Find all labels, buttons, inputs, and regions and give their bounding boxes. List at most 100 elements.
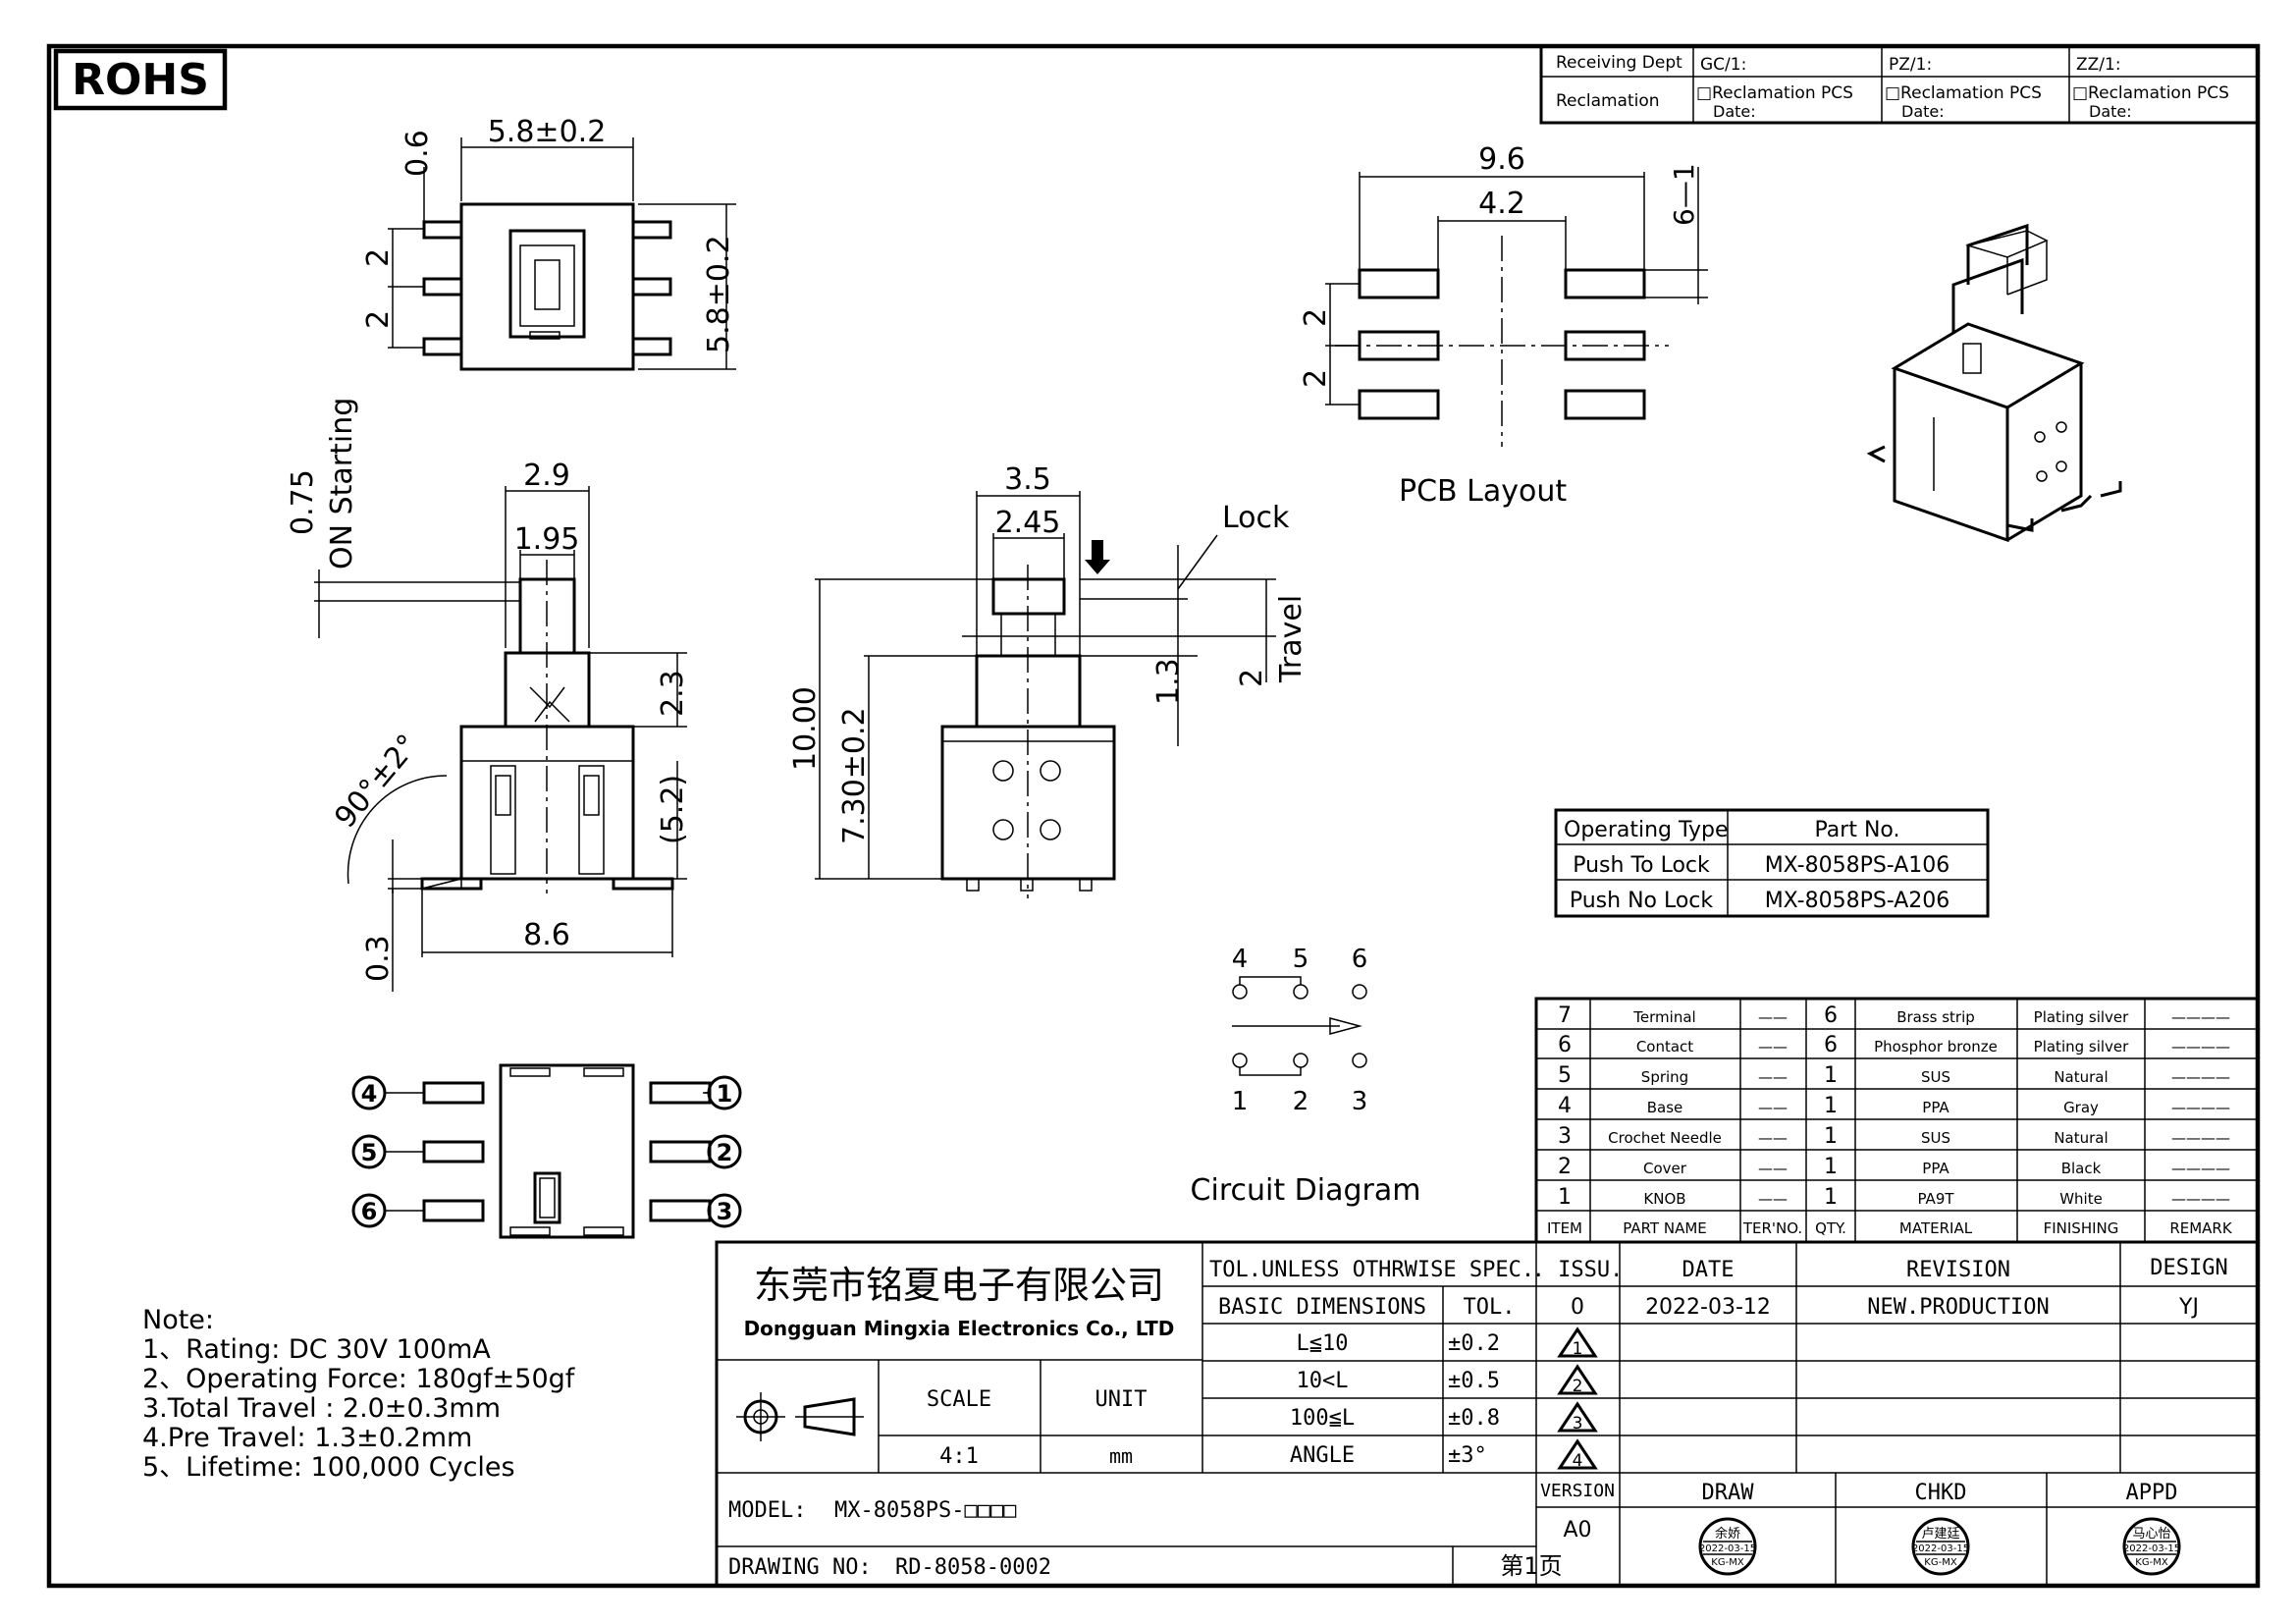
bom-rows-2-6: ———— — [2171, 1068, 2230, 1086]
bottom-view-left-0: 4 — [361, 1080, 378, 1108]
front-hole-2 — [1040, 760, 1061, 782]
title-block-tol-rows-0-0: L≦10 — [1297, 1331, 1349, 1356]
note-1: 1、Rating: DC 30V 100mA — [142, 1334, 491, 1365]
bom-headers-3: QTY. — [1815, 1219, 1846, 1237]
bom-rows-3-6: ———— — [2171, 1099, 2230, 1116]
front-hole-4 — [1040, 819, 1061, 840]
pin-label-3 — [707, 1193, 742, 1228]
bom-rows-1-4: Phosphor bronze — [1874, 1038, 1998, 1056]
bom-rows-0-2: —— — [1758, 1008, 1788, 1026]
title-block-stamps-0-code: KG-MX — [1711, 1557, 1744, 1568]
side-view: 2.9 1.95 0.75 ON Starting 2.3 (5.2) 90°±… — [286, 398, 690, 992]
bom-rows-2-5: Natural — [2054, 1068, 2108, 1086]
front-dim-travel: 2 — [1235, 669, 1269, 687]
company-en: Dongguan Mingxia Electronics Co., LTD — [744, 1317, 1175, 1340]
bom-rows-6-0: 1 — [1558, 1185, 1572, 1210]
circuit-top-6: 6 — [1352, 945, 1368, 974]
version-value: A0 — [1563, 1518, 1591, 1543]
title-block-tol-rows-3-0: ANGLE — [1290, 1443, 1355, 1468]
title-block-stamps-1-date: 2022-03-15 — [1912, 1543, 1969, 1554]
rohs-logo-box — [53, 48, 228, 111]
front-dim-35: 3.5 — [1004, 462, 1051, 497]
part-table-row1-type: Push To Lock — [1573, 853, 1710, 878]
bom-rows-6-6: ———— — [2171, 1190, 2230, 1208]
bom-rows-0-0: 7 — [1558, 1003, 1572, 1028]
front-dim-10: 10.00 — [788, 686, 823, 771]
bom-rows-1-0: 6 — [1558, 1033, 1572, 1057]
receiving-zz-head: ZZ/1: — [2076, 55, 2121, 75]
pcb-pad — [1358, 389, 1440, 420]
drawing-value: RD-8058-0002 — [895, 1555, 1051, 1580]
front-view: 3.5 2.45 Lock 1.3 2 Travel 10.00 7.30±0.… — [788, 462, 1308, 898]
bom-rows-1-1: Contact — [1636, 1038, 1693, 1056]
circuit-bottom-2: 2 — [1293, 1087, 1309, 1116]
pin-label-6 — [351, 1193, 387, 1228]
receiving-pz-line1: □Reclamation PCS — [1885, 83, 2042, 103]
side-dim-52: (5.2) — [656, 775, 690, 844]
bom-rows-0-6: ———— — [2171, 1008, 2230, 1026]
stamp-chkd: 卢建廷 2022-03-15 KG-MX — [1911, 1517, 1970, 1576]
circuit-bottom-1: 1 — [1232, 1087, 1249, 1116]
title-block-rev-marks-3: 4 — [1573, 1451, 1583, 1471]
title-block-tol-rows-1-1: ±0.5 — [1448, 1369, 1500, 1393]
rev-triangle-icon — [1557, 1326, 1598, 1358]
receiving-gc-head: GC/1: — [1700, 55, 1746, 75]
stamp-draw: 余娇 2022-03-15 KG-MX — [1698, 1517, 1757, 1576]
bom-rows-2-2: —— — [1758, 1068, 1788, 1086]
front-hole-1 — [992, 760, 1014, 782]
bom-rows-0-4: Brass strip — [1896, 1008, 1975, 1026]
notes-title: Note: — [142, 1305, 214, 1335]
draw-label: DRAW — [1702, 1481, 1755, 1505]
top-dim-pitch1: 2 — [361, 248, 396, 267]
appd-label: APPD — [2126, 1481, 2178, 1505]
bom-headers-5: FINISHING — [2044, 1219, 2119, 1237]
bom-rows-4-5: Natural — [2054, 1129, 2108, 1147]
pcb-dim-42: 4.2 — [1478, 187, 1525, 221]
bom-rows-1-3: 6 — [1824, 1033, 1838, 1057]
pin-label-1 — [707, 1075, 742, 1110]
rohs-logo: ROHS — [72, 55, 209, 105]
bom-rows-5-2: —— — [1758, 1160, 1788, 1177]
model-label: MODEL: — [728, 1498, 806, 1523]
bom-headers-2: TER'NO. — [1742, 1219, 1802, 1237]
title-block-tol-rows-1-0: 10<L — [1297, 1369, 1349, 1393]
bom-rows-1-5: Plating silver — [2034, 1038, 2130, 1056]
bom-rows-4-2: —— — [1758, 1129, 1788, 1147]
tol-head: TOL. — [1464, 1295, 1516, 1320]
title-block-stamps-1-code: KG-MX — [1924, 1557, 1957, 1568]
side-dim-on: 0.75 — [286, 469, 320, 535]
side-dim-w1: 2.9 — [523, 459, 570, 493]
bom-rows-3-2: —— — [1758, 1099, 1788, 1116]
circuit-title: Circuit Diagram — [1191, 1173, 1421, 1208]
receiving-table: Receiving Dept Reclamation GC/1: PZ/1: Z… — [1539, 44, 2260, 125]
title-block-stamps-1-name: 卢建廷 — [1921, 1526, 1959, 1542]
title-block-tol-rows-2-1: ±0.8 — [1448, 1406, 1500, 1431]
bottom-view-right-0: 1 — [717, 1080, 733, 1108]
scale-value: 4:1 — [939, 1444, 979, 1469]
bom-rows-2-1: Spring — [1641, 1068, 1688, 1086]
part-table-row1-no: MX-8058PS-A106 — [1765, 853, 1950, 878]
bottom-view: 4 5 6 1 2 3 — [351, 1063, 742, 1239]
title-block-date: DATE — [1682, 1258, 1735, 1282]
receiving-gc-line1: □Reclamation PCS — [1696, 83, 1853, 103]
pcb-dim-96: 9.6 — [1478, 142, 1525, 177]
circuit-bottom-3: 3 — [1352, 1087, 1368, 1116]
front-dim-73: 7.30±0.2 — [837, 707, 872, 844]
side-dim-w2: 1.95 — [514, 522, 580, 557]
title-block-issue-design: YJ — [2178, 1295, 2199, 1320]
bom-rows-1-6: ———— — [2171, 1038, 2230, 1056]
bom-rows-3-4: PPA — [1922, 1099, 1949, 1116]
bom-rows-2-4: SUS — [1921, 1068, 1950, 1086]
bom-rows-3-5: Gray — [2063, 1099, 2099, 1116]
rev-triangle-icon — [1557, 1438, 1598, 1470]
top-dim-pin: 0.6 — [400, 130, 435, 177]
note-2: 2、Operating Force: 180gf±50gf — [142, 1364, 576, 1394]
bom-rows-0-5: Plating silver — [2034, 1008, 2130, 1026]
top-dim-height: 5.8±0.2 — [702, 235, 736, 353]
notes: Note: 1、Rating: DC 30V 100mA 2、Operating… — [142, 1305, 576, 1483]
bom-rows-4-1: Crochet Needle — [1608, 1129, 1722, 1147]
bottom-view-left-2: 6 — [361, 1198, 378, 1225]
reclamation-label: Reclamation — [1556, 91, 1660, 111]
bom-rows-5-1: Cover — [1643, 1160, 1687, 1177]
